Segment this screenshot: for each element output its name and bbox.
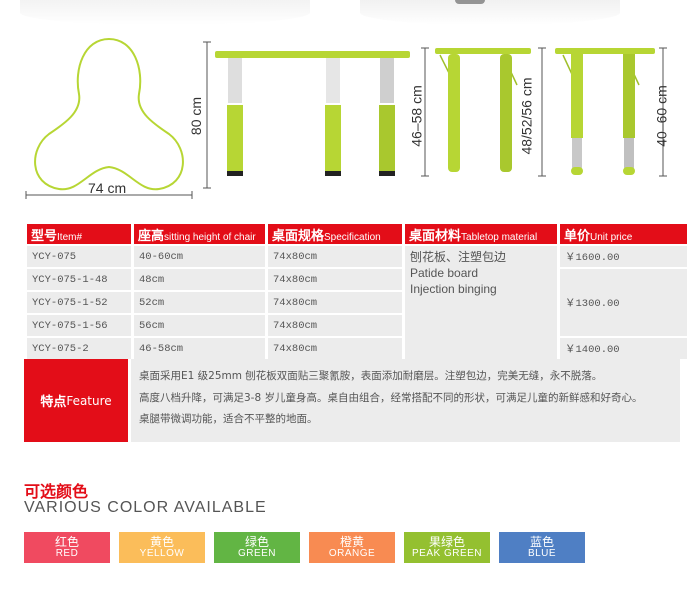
- feature-line: 高度八档升降，可满足3-8 岁儿童身高。桌自由组合，经常搭配不同的形状，可满足儿…: [139, 391, 643, 404]
- material-en2: Injection binging: [410, 282, 497, 296]
- table-front-view: [203, 41, 429, 189]
- spec-cell: 74x80cm: [268, 246, 402, 267]
- feature-line: 桌腿带微调功能，适合不平整的地面。: [139, 413, 318, 425]
- spec-cell: 74x80cm: [268, 338, 402, 359]
- table-row: YCY-075-2 46-58cm 74x80cm ￥1400.00: [27, 338, 687, 359]
- top-shadow: [360, 0, 620, 25]
- material-cn: 刨花板、注塑包边: [410, 250, 507, 264]
- tabletop-top-view: [25, 37, 193, 199]
- spec-cell: 74x80cm: [268, 269, 402, 290]
- price-cell: ￥1600.00: [560, 246, 687, 267]
- item-cell: YCY-075-1-52: [27, 292, 131, 313]
- header-spec: 桌面规格Specification: [268, 224, 402, 244]
- table-side-view-chrome: [555, 47, 667, 177]
- item-cell: YCY-075-1-56: [27, 315, 131, 336]
- header-price: 单价Unit price: [560, 224, 687, 244]
- item-cell: YCY-075: [27, 246, 131, 267]
- table-row: YCY-075 40-60cm 74x80cm 刨花板、注塑包边 Patide …: [27, 246, 687, 359]
- item-cell: YCY-075-2: [27, 338, 131, 359]
- header-seat-height: 座高sitting height of chair: [134, 224, 265, 244]
- chrome-height-dimension: 40–60 cm: [653, 85, 670, 147]
- top-shadow: [20, 0, 310, 25]
- colors-title-en: VARIOUS COLOR AVAILABLE: [24, 499, 267, 516]
- price-cell: ￥1400.00: [560, 338, 687, 359]
- top-knob: [455, 0, 485, 4]
- height-cell: 40-60cm: [134, 246, 265, 267]
- header-material: 桌面材料Tabletop material: [405, 224, 557, 244]
- feature-line: 桌面采用E1 级25mm 刨花板双面贴三聚氰胺，表面添加耐磨层。注塑包边，完美无…: [139, 370, 603, 382]
- table-header-row: 型号Item# 座高sitting height of chair 桌面规格Sp…: [27, 224, 687, 244]
- feature-text: 桌面采用E1 级25mm 刨花板双面贴三聚氰胺，表面添加耐磨层。注塑包边，完美无…: [131, 359, 680, 442]
- table-row: YCY-075-1-56 56cm 74x80cm: [27, 315, 687, 336]
- spec-cell: 74x80cm: [268, 315, 402, 336]
- table-row: YCY-075-1-52 52cm 74x80cm: [27, 292, 687, 313]
- table-row: YCY-075-1-48 48cm 74x80cm ￥1300.00: [27, 269, 687, 336]
- material-cell: 刨花板、注塑包边 Patide board Injection binging: [405, 246, 557, 359]
- height-cell: 52cm: [134, 292, 265, 313]
- width-dimension: 74 cm: [88, 180, 127, 196]
- price-cell: ￥1300.00: [560, 269, 687, 336]
- spec-table: 型号Item# 座高sitting height of chair 桌面规格Sp…: [24, 222, 690, 361]
- colors-title-cn: 可选颜色: [24, 482, 89, 501]
- height-cell: 56cm: [134, 315, 265, 336]
- table-side-view-fixed: [435, 47, 546, 177]
- spec-cell: 74x80cm: [268, 292, 402, 313]
- height-cell: 46-58cm: [134, 338, 265, 359]
- item-cell: YCY-075-1-48: [27, 269, 131, 290]
- fixed-height-dimension: 48/52/56 cm: [518, 77, 535, 155]
- material-en1: Patide board: [410, 266, 479, 280]
- height-cell: 48cm: [134, 269, 265, 290]
- height-dimension: 80 cm: [188, 96, 205, 136]
- header-item: 型号Item#: [27, 224, 131, 244]
- adjustable-height-dimension: 46–58 cm: [408, 85, 425, 147]
